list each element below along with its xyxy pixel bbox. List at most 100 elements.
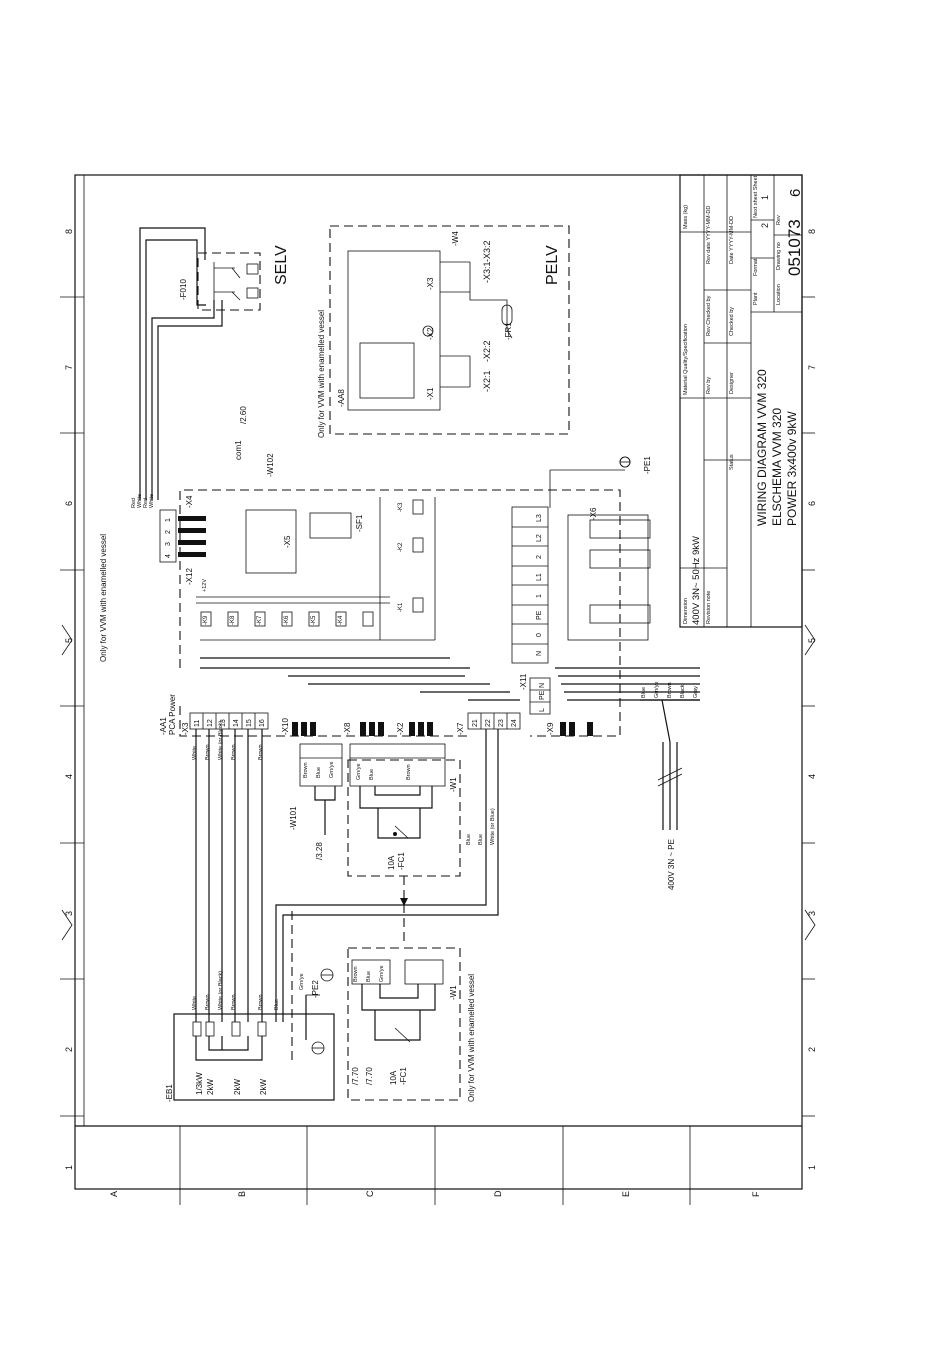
pelv-label: PELV bbox=[544, 245, 561, 285]
zone-left-7: 7 bbox=[64, 365, 74, 370]
ref-70c: /7.70 bbox=[351, 1067, 360, 1085]
x3-wire-4: Brown bbox=[231, 744, 237, 760]
sf1-label: -SF1 bbox=[355, 514, 364, 532]
w101-label: -W101 bbox=[289, 806, 298, 830]
heater-rating-2: 2kW bbox=[206, 1079, 215, 1095]
w1-top-label: -W1 bbox=[449, 777, 458, 792]
x7-wire-3: White (or Blue) bbox=[490, 808, 496, 845]
rev-date-label: Rev date YYYY-MM-DD bbox=[706, 206, 712, 264]
zone-left-8: 8 bbox=[64, 229, 74, 234]
zone-labels: A B C D E F 8 7 6 5 4 3 2 1 8 7 6 5 4 3 … bbox=[64, 229, 817, 1197]
feed-wire-4: Black bbox=[680, 684, 686, 698]
x6-label: -X6 bbox=[589, 507, 598, 520]
vessel-note-w1: Only for VVM with enamelled vessel bbox=[467, 974, 476, 1102]
x4-term-1: 1 bbox=[165, 518, 172, 522]
title-line-3: POWER 3x400v 9kW bbox=[785, 411, 799, 526]
format-value: 2 bbox=[760, 223, 770, 228]
zone-right-3: 3 bbox=[807, 911, 817, 916]
x4-term-2: 2 bbox=[165, 530, 172, 534]
controller-text: -X4 1 2 3 4 Red White Red White Only for… bbox=[99, 406, 652, 662]
relay-k9: -K9 bbox=[203, 615, 209, 625]
feed-wire-1: Blue bbox=[641, 687, 647, 698]
zone-right-1: 1 bbox=[807, 1165, 817, 1170]
aa1-label: -AA1 bbox=[159, 717, 168, 735]
zone-right-6: 6 bbox=[807, 501, 817, 506]
title-block bbox=[679, 174, 803, 628]
revision-number: 6 bbox=[787, 189, 804, 197]
zone-right-7: 7 bbox=[807, 365, 817, 370]
eb1-label: -EB1 bbox=[165, 1084, 174, 1102]
x6-term-2: 2 bbox=[536, 555, 543, 559]
fc1-bottom-label: -FC1 bbox=[399, 1067, 408, 1085]
x3-term-16: 16 bbox=[259, 719, 266, 727]
terminal-strip bbox=[173, 677, 700, 1101]
x6-term-n: N bbox=[536, 651, 543, 656]
eb1-wire-5: Brown bbox=[258, 994, 264, 1010]
x4-term-3: 3 bbox=[165, 542, 172, 546]
x3-term-15: 15 bbox=[246, 719, 253, 727]
x8-wire-3: Grn/ye bbox=[329, 761, 335, 778]
pe2-label: -PE2 bbox=[311, 980, 320, 998]
x8-wire-1: Brown bbox=[303, 762, 309, 778]
w1-bottom-label: -W1 bbox=[449, 985, 458, 1000]
x6-term-1: 1 bbox=[536, 594, 543, 598]
x11-term-pe: PE bbox=[539, 690, 546, 700]
probe-x2-2: -X2:2 bbox=[482, 340, 492, 362]
vdc12-label: +12V bbox=[202, 579, 208, 592]
aa8-label: -AA8 bbox=[337, 389, 346, 407]
eb1-wire-2: Brown bbox=[205, 994, 211, 1010]
x8-wire-2: Blue bbox=[316, 767, 322, 778]
x12-label: -X12 bbox=[185, 568, 194, 585]
eb1-wire-3: White (or Black) bbox=[218, 971, 224, 1010]
x11-term-n: N bbox=[539, 683, 546, 688]
fr1-label: -FR1 bbox=[504, 322, 513, 340]
relay-k2: -K2 bbox=[398, 542, 404, 552]
x3-label: -X3 bbox=[426, 277, 435, 290]
x4-wire-1: Red bbox=[131, 498, 137, 508]
selv-group: -F010 SELV bbox=[139, 227, 290, 500]
ref-70b: /7.70 bbox=[365, 1067, 374, 1085]
x9-label: -X9 bbox=[546, 722, 555, 735]
x7-term-23: 23 bbox=[498, 719, 505, 727]
x3-term-14: 14 bbox=[233, 719, 240, 727]
zone-bottom-b: B bbox=[237, 1191, 247, 1197]
x2-wire-3: Brown bbox=[406, 764, 412, 780]
supply-label: 400V 3N ~ PE bbox=[667, 839, 676, 890]
x3-wire-2: Brown bbox=[205, 744, 211, 760]
rev-label: Rev bbox=[776, 215, 782, 225]
controller-board bbox=[159, 456, 700, 737]
format-label: Format bbox=[753, 258, 759, 276]
x11-label: -X11 bbox=[519, 673, 528, 690]
zone-bottom-d: D bbox=[493, 1190, 503, 1197]
zone-bottom-f: F bbox=[751, 1191, 761, 1197]
feed-wire-2: Grn/ye bbox=[654, 681, 660, 698]
x11-term-l: L bbox=[539, 708, 546, 712]
probe-x2-1: -X2:1 bbox=[482, 370, 492, 392]
zone-left-4: 4 bbox=[64, 774, 74, 779]
x6-term-l3: L3 bbox=[536, 514, 543, 522]
relay-k1: -K1 bbox=[398, 602, 404, 612]
title-line-1: WIRING DIAGRAM VVM 320 bbox=[755, 369, 769, 526]
x5-label: -X5 bbox=[283, 535, 292, 548]
x4-wire-3: Red bbox=[143, 498, 149, 508]
x3-term-12: 12 bbox=[207, 719, 214, 727]
zone-right-4: 4 bbox=[807, 774, 817, 779]
x4-wire-4: White bbox=[149, 494, 155, 508]
eb1-wire-6: Blue bbox=[274, 999, 280, 1010]
zone-left-2: 2 bbox=[64, 1047, 74, 1052]
eb1-wire-1: White bbox=[192, 996, 198, 1010]
x6-term-l2: L2 bbox=[536, 534, 543, 542]
x6-term-pe: PE bbox=[536, 610, 543, 620]
zone-bottom-a: A bbox=[109, 1191, 119, 1197]
rev-checked-label: Rev Checked by bbox=[706, 295, 712, 336]
title-line-2: ELSCHEMA VVM 320 bbox=[770, 408, 784, 526]
ref-328: /3.28 bbox=[315, 842, 324, 860]
zone-bottom-e: E bbox=[621, 1191, 631, 1197]
earth-icon bbox=[619, 456, 631, 468]
x6-term-l1: L1 bbox=[536, 573, 543, 581]
selv-label: SELV bbox=[273, 245, 290, 285]
eb1-wire-4: Brown bbox=[231, 994, 237, 1010]
plant-label: Plant bbox=[753, 292, 759, 305]
